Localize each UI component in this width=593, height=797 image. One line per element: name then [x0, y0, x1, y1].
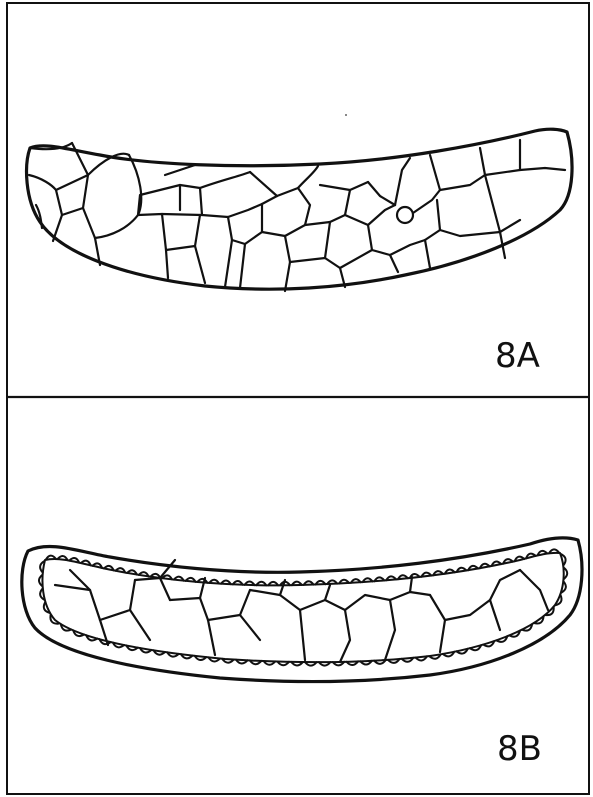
- plate-border: [7, 3, 589, 794]
- speck: [345, 114, 347, 116]
- panel-label-8a: 8A: [495, 336, 540, 376]
- panel-label-8b: 8B: [497, 729, 542, 769]
- panel-8a: 8A: [27, 129, 572, 376]
- panel-8b: 8B: [22, 538, 582, 769]
- crescent-outline-8a: [27, 129, 572, 289]
- grain-network-8a: [29, 140, 565, 291]
